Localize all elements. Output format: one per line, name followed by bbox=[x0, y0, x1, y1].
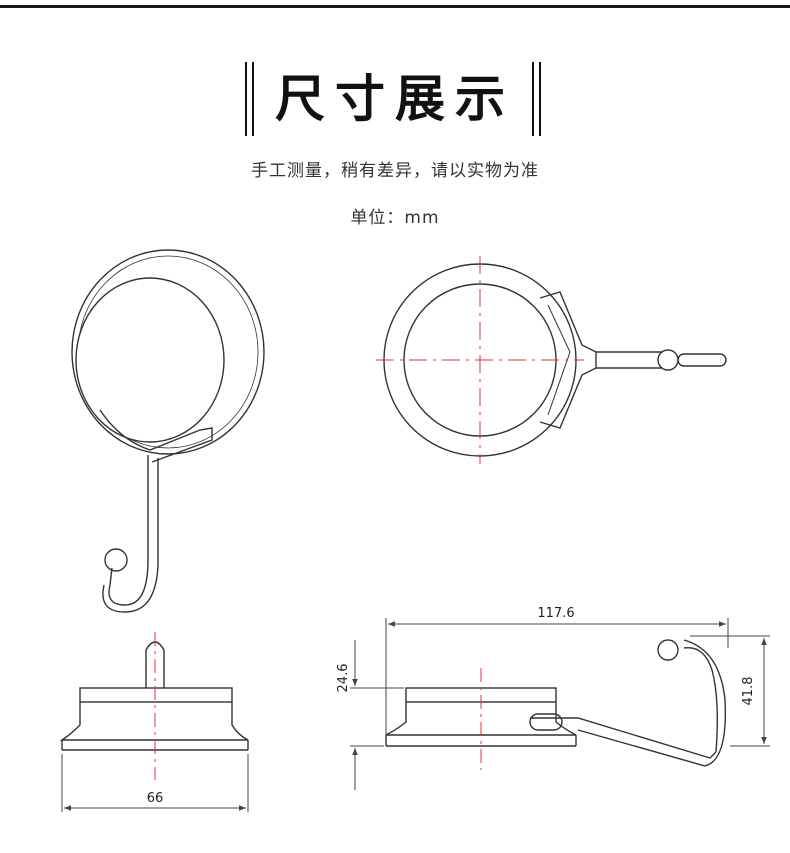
width-dimension-label: 66 bbox=[147, 791, 164, 806]
title-left-bars bbox=[245, 62, 254, 136]
measurement-note: 手工测量，稍有差异，请以实物为准 bbox=[251, 161, 539, 181]
base-height-label: 24.6 bbox=[336, 664, 351, 693]
top-divider-line bbox=[0, 5, 790, 8]
top-view-centerlines bbox=[376, 256, 584, 464]
base-height-dimension bbox=[350, 640, 404, 790]
front-view bbox=[385, 639, 727, 767]
overall-height-label: 41.8 bbox=[741, 677, 756, 706]
perspective-view bbox=[71, 249, 265, 613]
title-right-bars bbox=[532, 62, 541, 136]
length-dimension-label: 117.6 bbox=[537, 606, 574, 621]
overall-height-dimension bbox=[690, 635, 770, 747]
page-title-text: 尺寸展示 bbox=[275, 70, 515, 128]
unit-label: 单位：mm bbox=[350, 208, 440, 228]
width-dimension bbox=[61, 754, 249, 812]
title-block: 尺寸展示 bbox=[0, 60, 790, 138]
page-title: 尺寸展示 bbox=[245, 60, 541, 138]
length-dimension bbox=[385, 618, 729, 735]
